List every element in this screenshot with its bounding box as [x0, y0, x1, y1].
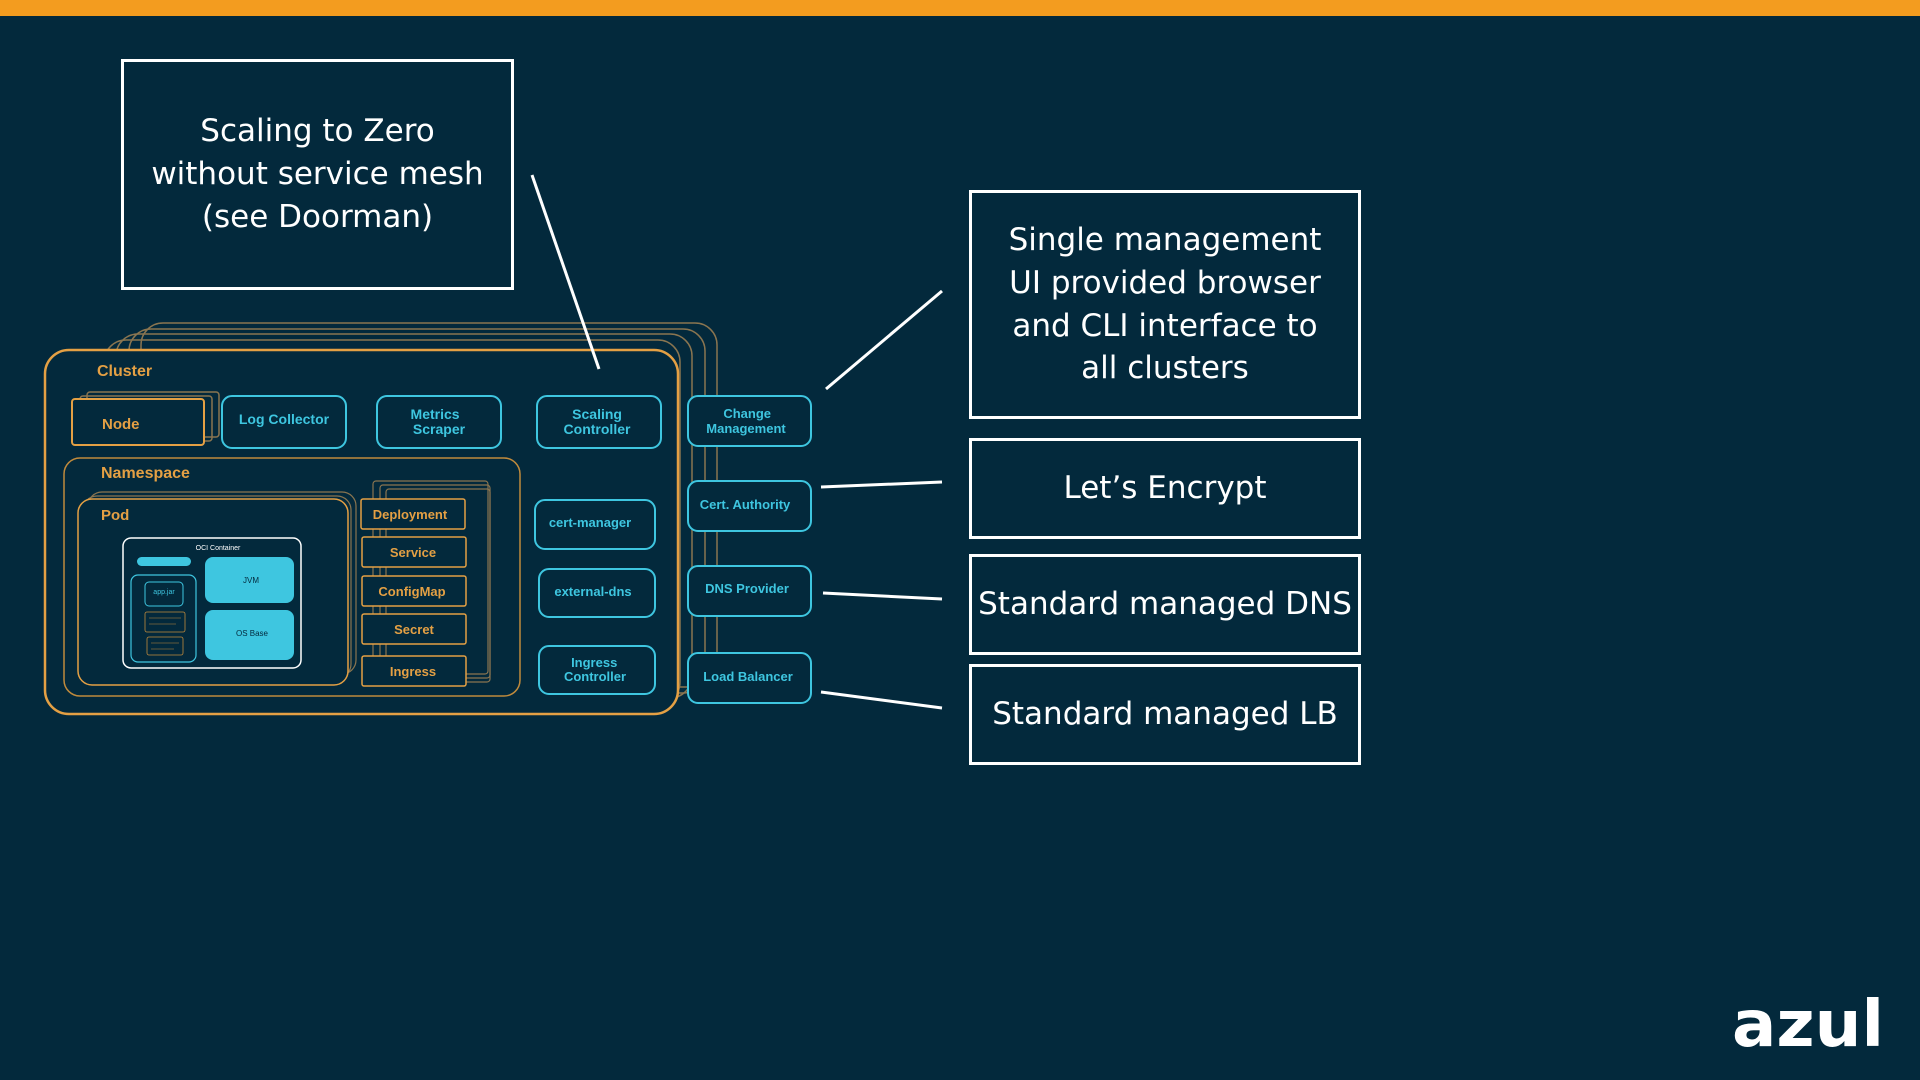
os-base-box	[205, 610, 294, 660]
service-box	[361, 536, 467, 568]
azul-logo: azul azul	[1732, 988, 1884, 1056]
load-balancer-box	[687, 652, 812, 704]
secret-box	[361, 613, 467, 645]
scaling-controller-box	[536, 395, 662, 449]
configmap-label: ConfigMap	[378, 584, 445, 599]
app-jar-label: app.jar	[153, 589, 175, 596]
callout-lets-encrypt: Let’s Encrypt	[969, 438, 1361, 539]
svg-text:azul: azul	[1732, 988, 1884, 1056]
callout-management-text: Single management UI provided browser an…	[1008, 221, 1322, 387]
top-accent-bar	[0, 0, 1920, 16]
load-balancer-label: Load Balancer	[703, 669, 793, 684]
metrics-scraper-box	[376, 395, 502, 449]
cert-manager-label: cert-manager	[549, 515, 631, 530]
callout-managed-dns: Standard managed DNS	[969, 554, 1361, 655]
namespace-label: Namespace	[101, 465, 190, 482]
external-dns-label: external-dns	[554, 584, 631, 599]
callout-dns-text: Standard managed DNS	[978, 586, 1352, 623]
cluster-label: Cluster	[97, 363, 152, 380]
node-box	[71, 398, 205, 446]
os-base-label: OS Base	[236, 629, 269, 638]
metrics-scraper-label: Metrics Scraper	[411, 406, 466, 437]
app-jar-box	[144, 581, 184, 607]
dns-provider-label: DNS Provider	[705, 581, 789, 596]
callout-lets-encrypt-text: Let’s Encrypt	[1063, 470, 1267, 507]
callout-management-ui: Single management UI provided browser an…	[969, 190, 1361, 419]
connector-lb	[820, 690, 943, 710]
connector-dns	[822, 591, 943, 601]
ingress-controller-box	[538, 645, 656, 695]
callout-scaling-to-zero: Scaling to Zero without service mesh (se…	[121, 59, 514, 290]
ingress-box	[361, 655, 467, 687]
log-collector-label: Log Collector	[239, 411, 330, 427]
configmap-box	[361, 575, 467, 607]
change-management-box	[687, 395, 812, 447]
container-bar	[137, 557, 191, 566]
pod-label: Pod	[101, 507, 129, 524]
cert-manager-box	[534, 499, 656, 550]
callout-managed-lb: Standard managed LB	[969, 664, 1361, 765]
ingress-label: Ingress	[390, 664, 436, 679]
jvm-label: JVM	[243, 576, 259, 585]
deployment-label: Deployment	[373, 507, 448, 522]
external-dns-box	[538, 568, 656, 618]
change-management-label: Change Management	[706, 406, 786, 436]
callout-scaling-text: Scaling to Zero without service mesh (se…	[151, 113, 484, 235]
app-frame	[130, 574, 197, 663]
connector-cert	[820, 480, 943, 489]
oci-container-label: OCI Container	[196, 545, 241, 552]
app-detail-box	[146, 636, 184, 656]
node-label: Node	[102, 416, 140, 433]
cert-authority-label: Cert. Authority	[700, 497, 791, 512]
jvm-box	[205, 557, 294, 603]
cert-authority-box	[687, 480, 812, 532]
service-label: Service	[390, 545, 436, 560]
connector-management	[825, 289, 943, 391]
deployment-box	[360, 498, 466, 530]
scaling-controller-label: Scaling Controller	[564, 406, 631, 437]
app-detail-box	[144, 611, 186, 633]
dns-provider-box	[687, 565, 812, 617]
secret-label: Secret	[394, 622, 434, 637]
ingress-controller-label: Ingress Controller	[564, 655, 626, 684]
callout-lb-text: Standard managed LB	[992, 696, 1338, 733]
log-collector-box	[221, 395, 347, 449]
connector-scaling	[530, 174, 601, 370]
